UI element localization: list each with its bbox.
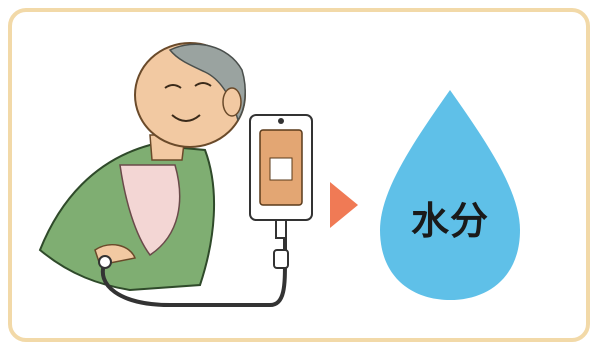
water-drop-label: 水分 [390, 190, 510, 245]
drip-bag-icon [250, 115, 312, 268]
arrow-right-icon [330, 182, 358, 228]
elderly-man-icon [40, 43, 245, 290]
